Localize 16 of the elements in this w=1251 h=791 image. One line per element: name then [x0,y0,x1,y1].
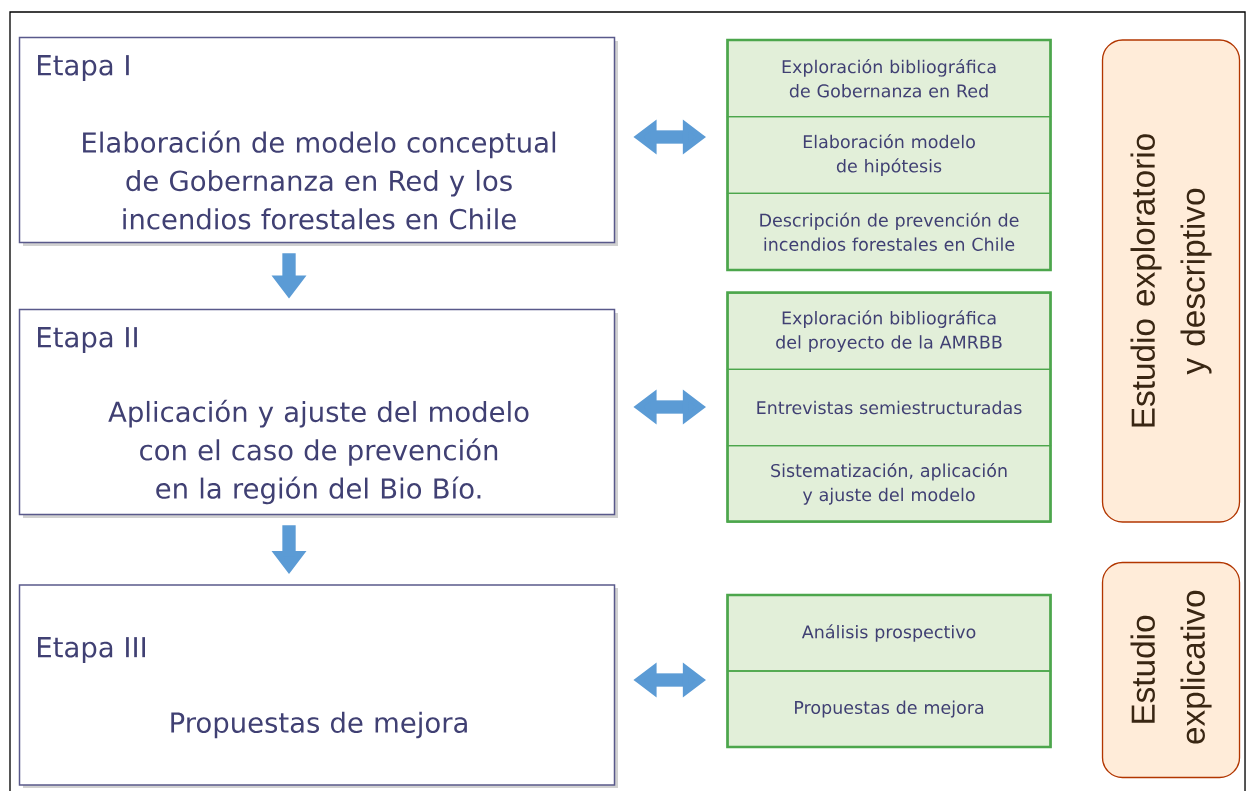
stage-box: Etapa I Elaboración de modelo conceptual de Gobernanza en Red y los incendios forestales en Chile [18,36,618,246]
stage-box: Etapa II Aplicación y ajuste del modelo con el caso de prevención en la región del Bio Bío. [18,308,618,518]
activity-column [726,593,1052,749]
activity-cell: Entrevistas semiestructuradas [726,368,1052,447]
activity-cell: Análisis prospectivo [726,594,1052,672]
study-type-band: Estudio explicativo [1101,561,1241,779]
activity-cell: Descripción de prevención de incendios forestales en Chile [726,192,1052,271]
activity-column [726,291,1052,523]
activity-cell: Sistematización, aplicación y ajuste del modelo [726,444,1052,523]
activity-cell: Propuestas de mejora [726,670,1052,748]
activity-cell: Exploración bibliográfica de Gobernanza en Red [726,39,1052,118]
activity-cell: Elaboración modelo de hipótesis [726,116,1052,194]
activity-cell: Exploración bibliográfica del proyecto de la AMRBB [726,292,1052,371]
study-type-band: Estudio exploratorio y descriptivo [1101,39,1241,523]
stage-box: Etapa III Propuestas de mejora [18,584,618,788]
activity-column [726,38,1052,272]
